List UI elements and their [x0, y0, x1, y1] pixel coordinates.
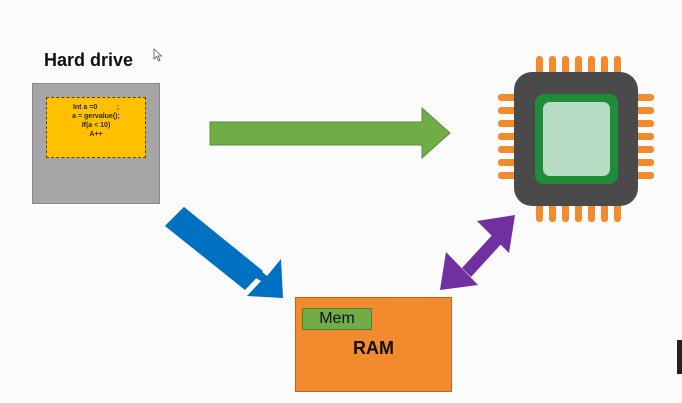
cpu-pins-top — [536, 56, 621, 76]
code-line: A++ — [89, 131, 103, 138]
arrow-ram-cpu-bidirectional — [440, 215, 515, 290]
ram-box: Mem RAM — [295, 297, 452, 392]
code-line: a = gervalue(); — [72, 113, 120, 120]
cpu-pins-bottom — [536, 202, 621, 222]
code-line: Int a =0 ; — [72, 104, 120, 111]
cpu-chip-icon — [498, 56, 654, 222]
mem-block: Mem — [302, 308, 372, 330]
arrow-hard-drive-to-ram-shaft — [165, 207, 263, 290]
edge-marker — [677, 340, 682, 374]
ram-label: RAM — [353, 338, 394, 358]
code-line: If(a < 10) — [81, 122, 111, 129]
hard-drive-box: Int a =0 ; a = gervalue(); If(a < 10) A+… — [32, 83, 160, 204]
hard-drive-title: Hard drive — [44, 50, 134, 70]
arrow-hard-drive-to-cpu — [209, 106, 451, 160]
code-block: Int a =0 ; a = gervalue(); If(a < 10) A+… — [46, 97, 146, 158]
cpu-core — [543, 102, 610, 176]
mouse-cursor-icon — [153, 48, 163, 62]
